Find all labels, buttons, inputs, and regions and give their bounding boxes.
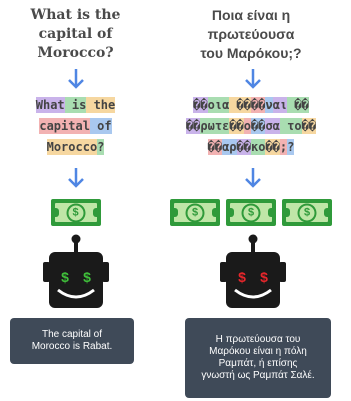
token: �� bbox=[287, 97, 309, 113]
robot-icon: $ $ bbox=[43, 234, 109, 308]
arrow-down-icon bbox=[245, 168, 261, 188]
token: is bbox=[64, 97, 87, 113]
token: of bbox=[89, 118, 112, 134]
english-cost-bills: $ bbox=[0, 199, 151, 226]
svg-text:$: $ bbox=[260, 269, 268, 285]
svg-text:$: $ bbox=[83, 269, 91, 285]
token: �� bbox=[265, 139, 280, 155]
arrow-down-icon bbox=[68, 168, 84, 188]
token: capital bbox=[39, 118, 90, 134]
token: ? bbox=[287, 139, 295, 155]
money-bill-icon: $ bbox=[226, 199, 276, 226]
greek-question: Ποια είναι η πρωτεύουσα του Μαρόκου;? bbox=[200, 7, 302, 61]
token: Morocco bbox=[46, 139, 98, 155]
greek-answer: Η πρωτεύουσα του Μαρόκου είναι η πόλη Ρα… bbox=[185, 318, 331, 398]
token: �� bbox=[229, 118, 244, 134]
robot-icon: $ $ bbox=[220, 234, 286, 308]
token: �� bbox=[236, 139, 251, 155]
money-bill-icon: $ bbox=[50, 199, 101, 226]
dollar-sign: $ bbox=[299, 205, 315, 220]
token: �� bbox=[251, 118, 266, 134]
token-line: What is the bbox=[35, 97, 116, 113]
token: ; bbox=[279, 139, 288, 155]
greek-column: Ποια είναι η πρωτεύουσα του Μαρόκου;? ��… bbox=[151, 0, 351, 401]
token-line: Morocco? bbox=[46, 139, 105, 155]
dollar-sign: $ bbox=[187, 205, 203, 220]
token: �� bbox=[193, 97, 208, 113]
token: the bbox=[86, 97, 116, 113]
money-bill-icon: $ bbox=[282, 199, 332, 226]
arrow-down-icon bbox=[68, 69, 84, 89]
token: �� bbox=[185, 118, 201, 134]
token: το bbox=[279, 118, 302, 134]
token: �� bbox=[301, 118, 317, 134]
english-answer: The capital of Morocco is Rabat. bbox=[10, 318, 134, 364]
english-question: What is the capital of Morocco? bbox=[30, 7, 121, 61]
token: αρ bbox=[222, 139, 237, 155]
arrow-down-icon bbox=[245, 69, 261, 89]
dollar-sign: $ bbox=[68, 205, 83, 220]
token: αι bbox=[272, 97, 288, 113]
token: �� bbox=[207, 139, 223, 155]
english-column: What is the capital of Morocco? What is … bbox=[0, 0, 151, 401]
greek-cost-bills: $ $ $ bbox=[151, 199, 351, 226]
svg-text:$: $ bbox=[61, 269, 69, 285]
token-line: capital of bbox=[39, 118, 112, 134]
token: ο bbox=[243, 118, 251, 134]
token-line: ��ρωτε��ο��σα το�� bbox=[185, 118, 317, 134]
token: �� bbox=[229, 97, 251, 113]
dollar-sign: $ bbox=[243, 205, 259, 220]
token: σα bbox=[265, 118, 280, 134]
token: What bbox=[35, 97, 65, 113]
token: οια bbox=[207, 97, 230, 113]
token-line: ��αρ��κο��;? bbox=[207, 139, 295, 155]
token: κο bbox=[250, 139, 266, 155]
svg-text:$: $ bbox=[238, 269, 246, 285]
token: �� bbox=[251, 97, 266, 113]
money-bill-icon: $ bbox=[170, 199, 220, 226]
token: ν bbox=[265, 97, 273, 113]
token: ? bbox=[97, 139, 105, 155]
token: ρωτε bbox=[200, 118, 230, 134]
